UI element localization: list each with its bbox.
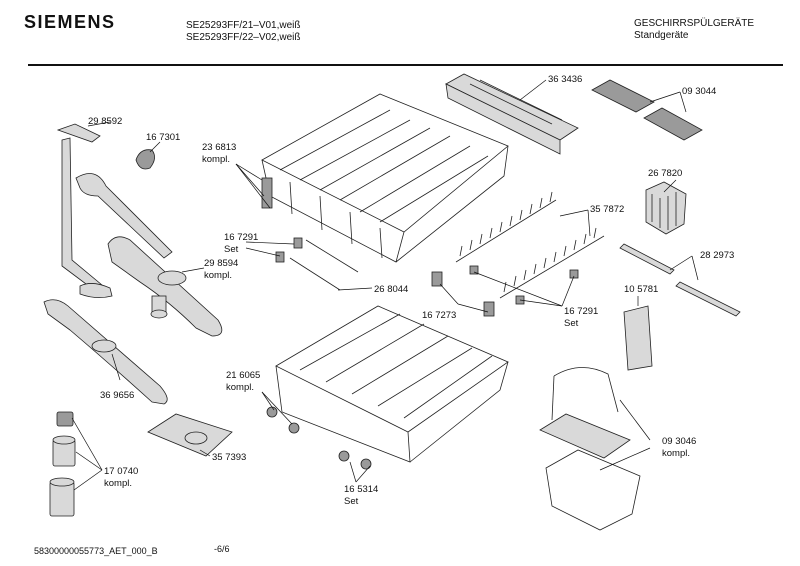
label-167291-b: 16 7291 — [564, 306, 599, 317]
cutlery-rack-part — [445, 73, 579, 155]
label-216065-sub: kompl. — [226, 382, 254, 393]
cutlery-basket-part — [539, 367, 641, 531]
label-165314: 16 5314 — [344, 484, 379, 495]
label-167291-b-sub: Set — [564, 318, 579, 329]
insert-trays-part — [591, 79, 703, 141]
label-282973: 28 2973 — [700, 250, 735, 261]
tine-rows-part — [455, 191, 605, 299]
brand-logo: SIEMENS — [24, 12, 116, 32]
label-093044: 09 3044 — [682, 86, 717, 97]
clip-part — [135, 149, 155, 170]
label-165314-sub: Set — [344, 496, 359, 507]
label-167291-a-sub: Set — [224, 244, 239, 255]
upper-spray-arm-part — [56, 123, 173, 298]
filter-plate-part — [147, 413, 233, 457]
lower-basket-part — [266, 305, 509, 470]
leader-lines — [71, 79, 699, 491]
label-363436: 36 3436 — [548, 74, 583, 85]
subcategory-title: Standgeräte — [634, 30, 689, 41]
label-267820: 26 7820 — [648, 168, 683, 179]
label-093046: 09 3046 — [662, 436, 697, 447]
label-298594: 29 8594 — [204, 258, 239, 269]
small-tine-rows-part — [289, 239, 359, 291]
label-268044: 26 8044 — [374, 284, 409, 295]
label-167291-a: 16 7291 — [224, 232, 259, 243]
header-rule — [28, 64, 783, 66]
label-236813: 23 6813 — [202, 142, 237, 153]
tine-strips-part — [619, 243, 741, 317]
label-298592: 29 8592 — [88, 116, 123, 127]
small-cutlery-basket-part — [645, 181, 687, 235]
page-number: -6/6 — [214, 544, 230, 554]
model-line-1: SE25293FF/21–V01,weiß — [186, 20, 301, 31]
label-105781: 10 5781 — [624, 284, 659, 295]
label-093046-sub: kompl. — [662, 448, 690, 459]
label-357872: 35 7872 — [590, 204, 625, 215]
category-title: GESCHIRRSPÜLGERÄTE — [634, 18, 755, 29]
label-357393: 35 7393 — [212, 452, 247, 463]
document-id: 58300000055773_AET_000_B — [34, 546, 158, 556]
model-line-2: SE25293FF/22–V02,weiß — [186, 32, 301, 43]
label-298594-sub: kompl. — [204, 270, 232, 281]
filter-part — [49, 411, 76, 517]
lower-spray-arm-part — [43, 299, 168, 405]
label-369656: 36 9656 — [100, 390, 135, 401]
label-170740-sub: kompl. — [104, 478, 132, 489]
label-170740: 17 0740 — [104, 466, 139, 477]
upper-basket-part — [261, 93, 509, 263]
middle-spray-arm-part — [107, 236, 223, 337]
cutlery-cup-part — [623, 305, 653, 371]
label-236813-sub: kompl. — [202, 154, 230, 165]
label-167273: 16 7273 — [422, 310, 457, 321]
label-216065: 21 6065 — [226, 370, 261, 381]
label-167301: 16 7301 — [146, 132, 181, 143]
